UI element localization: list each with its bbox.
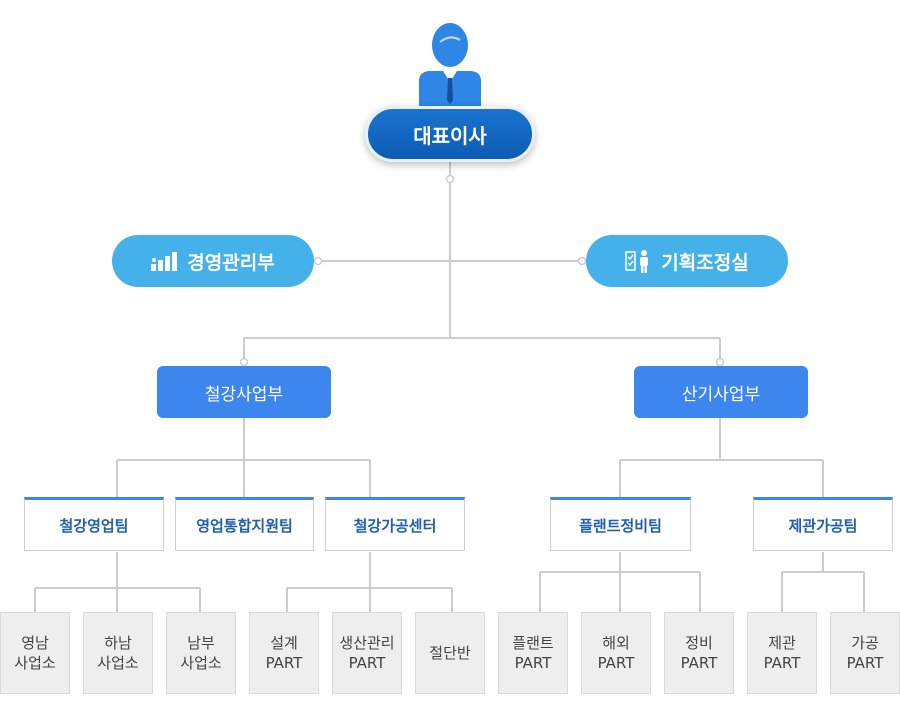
- part-node[interactable]: 설계 PART: [249, 612, 319, 694]
- division-label: 산기사업부: [681, 384, 761, 405]
- ceo-node[interactable]: 대표이사: [365, 106, 535, 162]
- team-node[interactable]: 제관가공팀: [753, 497, 893, 551]
- part-node[interactable]: 가공 PART: [830, 612, 900, 694]
- part-label: 정비 PART: [680, 634, 718, 672]
- checklist-person-icon: [625, 249, 651, 273]
- team-node[interactable]: 플랜트정비팀: [550, 497, 691, 551]
- part-node[interactable]: 해외 PART: [581, 612, 651, 694]
- part-label: 설계 PART: [265, 634, 303, 672]
- division-label: 철강사업부: [204, 384, 284, 405]
- part-label: 제관 PART: [763, 634, 801, 672]
- part-node[interactable]: 남부 사업소: [166, 612, 236, 694]
- team-label: 철강가공센터: [353, 516, 437, 535]
- staff-node-planning[interactable]: 기획조정실: [586, 235, 788, 287]
- part-label: 남부 사업소: [180, 634, 222, 672]
- part-label: 하남 사업소: [97, 634, 139, 672]
- staff-label-management: 경영관리부: [187, 251, 275, 274]
- team-label: 철강영업팀: [59, 516, 129, 535]
- part-label: 가공 PART: [846, 634, 884, 672]
- team-node[interactable]: 철강가공센터: [325, 497, 465, 551]
- part-label: 절단반: [429, 644, 471, 662]
- part-node[interactable]: 생산관리 PART: [332, 612, 402, 694]
- team-label: 영업통합지원팀: [196, 516, 293, 535]
- staff-node-management[interactable]: 경영관리부: [112, 235, 314, 287]
- part-label: 해외 PART: [597, 634, 635, 672]
- team-node[interactable]: 영업통합지원팀: [175, 497, 314, 551]
- division-steel[interactable]: 철강사업부: [157, 366, 331, 418]
- division-machinery[interactable]: 산기사업부: [634, 366, 808, 418]
- part-node[interactable]: 하남 사업소: [83, 612, 153, 694]
- person-avatar-icon: [410, 18, 490, 106]
- part-node[interactable]: 플랜트 PART: [498, 612, 568, 694]
- ceo-label: 대표이사: [413, 123, 487, 148]
- part-node[interactable]: 영남 사업소: [0, 612, 70, 694]
- part-node[interactable]: 절단반: [415, 612, 485, 694]
- part-node[interactable]: 제관 PART: [747, 612, 817, 694]
- team-label: 플랜트정비팀: [579, 516, 662, 535]
- team-node[interactable]: 철강영업팀: [24, 497, 164, 551]
- part-label: 생산관리 PART: [339, 634, 395, 672]
- staff-label-planning: 기획조정실: [661, 251, 749, 274]
- part-node[interactable]: 정비 PART: [664, 612, 734, 694]
- team-label: 제관가공팀: [788, 516, 858, 535]
- part-label: 영남 사업소: [14, 634, 56, 672]
- part-label: 플랜트 PART: [512, 634, 554, 672]
- bar-chart-people-icon: [151, 251, 178, 271]
